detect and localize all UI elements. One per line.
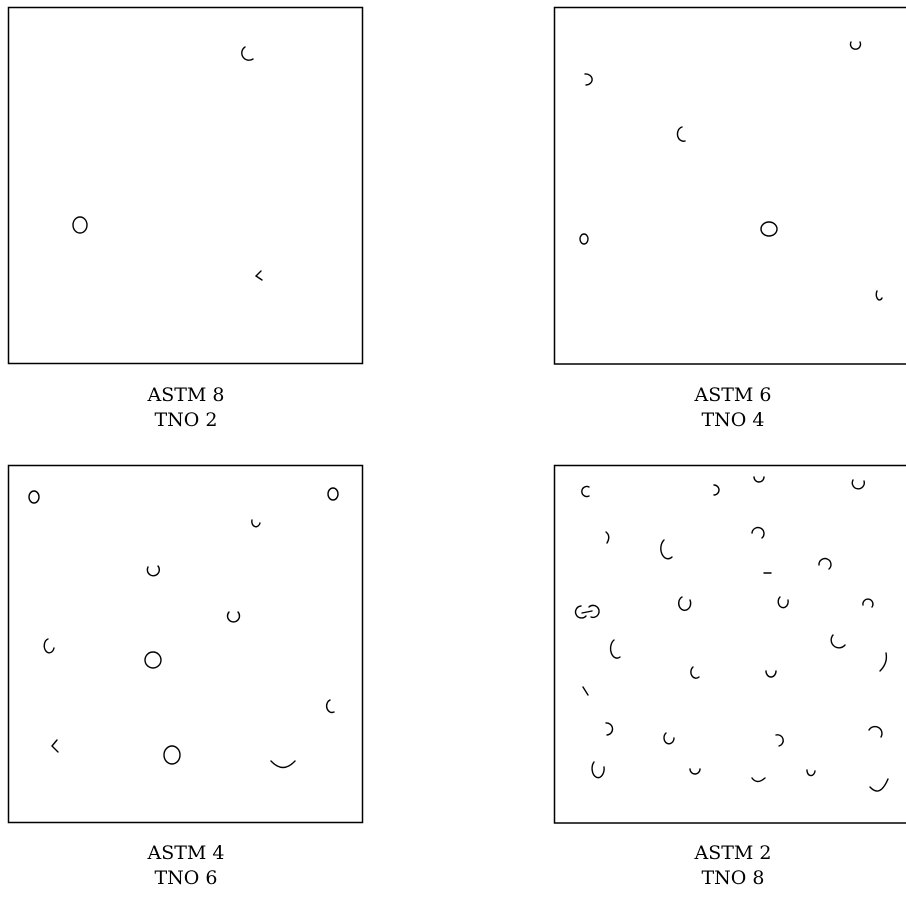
pore-mark bbox=[831, 635, 845, 648]
panel-frame bbox=[9, 8, 363, 364]
panel-astm-4 bbox=[8, 465, 364, 824]
pore-mark bbox=[807, 770, 815, 776]
panel-astm-8 bbox=[8, 7, 364, 365]
pore-mark bbox=[580, 234, 588, 244]
pore-mark bbox=[752, 778, 765, 782]
tno-label: TNO 2 bbox=[86, 408, 286, 433]
pore-mark bbox=[252, 520, 260, 527]
pore-mark bbox=[714, 485, 719, 495]
pore-mark bbox=[679, 597, 691, 610]
caption-astm-8: ASTM 8 TNO 2 bbox=[86, 383, 286, 433]
pore-mark bbox=[819, 559, 831, 569]
panel-astm-2 bbox=[554, 465, 906, 824]
panel-astm-6 bbox=[554, 7, 906, 365]
pore-mark bbox=[752, 528, 764, 538]
pore-mark bbox=[29, 491, 39, 503]
pore-mark bbox=[242, 47, 253, 60]
panel-frame bbox=[555, 466, 906, 824]
astm-label: ASTM 4 bbox=[86, 841, 286, 866]
caption-astm-6: ASTM 6 TNO 4 bbox=[633, 383, 833, 433]
pore-mark bbox=[876, 291, 882, 300]
astm-label: ASTM 8 bbox=[86, 383, 286, 408]
caption-astm-2: ASTM 2 TNO 8 bbox=[633, 841, 833, 891]
pore-mark bbox=[690, 769, 700, 774]
caption-astm-4: ASTM 4 TNO 6 bbox=[86, 841, 286, 891]
pore-mark bbox=[228, 612, 240, 622]
pore-mark bbox=[576, 605, 600, 618]
pore-mark bbox=[606, 532, 609, 543]
pore-mark bbox=[754, 477, 764, 482]
pore-mark bbox=[611, 640, 620, 658]
pore-mark bbox=[52, 740, 58, 752]
astm-label: ASTM 2 bbox=[633, 841, 833, 866]
tno-label: TNO 8 bbox=[633, 866, 833, 891]
pore-mark bbox=[870, 779, 888, 791]
pore-mark bbox=[606, 723, 613, 735]
pore-mark bbox=[776, 735, 783, 746]
pore-mark bbox=[328, 488, 338, 500]
pore-mark bbox=[582, 487, 589, 497]
panel-frame bbox=[9, 466, 363, 823]
pore-mark bbox=[271, 761, 295, 768]
pore-mark bbox=[863, 599, 873, 607]
pore-mark bbox=[677, 127, 685, 141]
pore-mark bbox=[327, 700, 334, 712]
pore-mark bbox=[661, 540, 672, 559]
pore-mark bbox=[583, 687, 588, 695]
pore-mark bbox=[585, 74, 592, 85]
pore-mark bbox=[145, 652, 161, 668]
pore-mark bbox=[880, 653, 886, 671]
pore-mark bbox=[691, 667, 699, 678]
tno-label: TNO 6 bbox=[86, 866, 286, 891]
pore-mark bbox=[256, 271, 262, 280]
pore-mark bbox=[164, 746, 180, 764]
astm-label: ASTM 6 bbox=[633, 383, 833, 408]
pore-mark bbox=[766, 671, 776, 677]
pore-mark bbox=[851, 42, 861, 49]
pore-mark bbox=[73, 217, 87, 233]
pore-mark bbox=[778, 597, 788, 608]
tno-label: TNO 4 bbox=[633, 408, 833, 433]
pore-mark bbox=[761, 222, 777, 236]
panel-frame bbox=[555, 8, 906, 365]
pore-mark bbox=[147, 566, 159, 576]
pore-mark bbox=[592, 762, 604, 778]
pore-mark bbox=[869, 727, 882, 737]
pore-mark bbox=[664, 733, 674, 744]
pore-mark bbox=[852, 480, 864, 489]
pore-mark bbox=[44, 639, 54, 653]
